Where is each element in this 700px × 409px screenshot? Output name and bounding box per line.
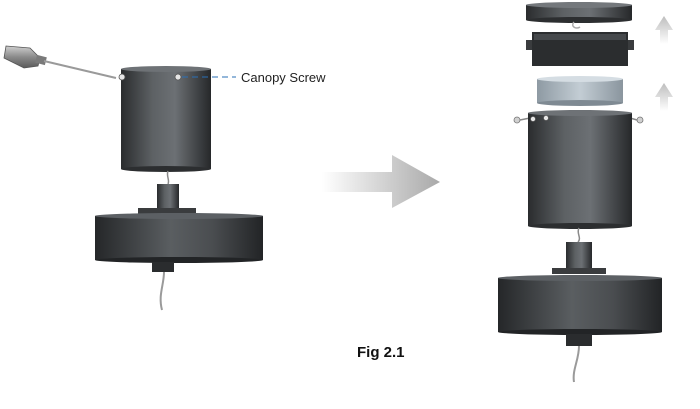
spacer-ring [537, 76, 623, 106]
assembled-fixture: Canopy Screw [3, 45, 326, 311]
fixture-body [95, 213, 263, 263]
up-arrow-icon [655, 16, 673, 44]
mounting-hook [571, 21, 581, 29]
canopy-screw-left [118, 73, 126, 81]
strain-relief [566, 334, 592, 346]
stem-collar [552, 242, 606, 274]
canopy [528, 110, 632, 229]
exploded-fixture [498, 2, 673, 383]
strain-relief [152, 262, 174, 272]
stem-collar [138, 184, 196, 214]
callout-canopy-screw: Canopy Screw [241, 70, 326, 85]
screwdriver-icon [3, 45, 117, 79]
up-arrow-icon [655, 83, 673, 111]
driver-box [526, 32, 634, 66]
ceiling-cap [526, 2, 632, 23]
canopy-screw-right [174, 73, 182, 81]
canopy [118, 66, 211, 172]
figure-caption: Fig 2.1 [357, 344, 405, 361]
cable [572, 345, 580, 383]
fixture-body [498, 275, 662, 335]
side-screw-left [513, 116, 531, 124]
cable [159, 271, 165, 311]
right-arrow-icon [322, 155, 440, 208]
